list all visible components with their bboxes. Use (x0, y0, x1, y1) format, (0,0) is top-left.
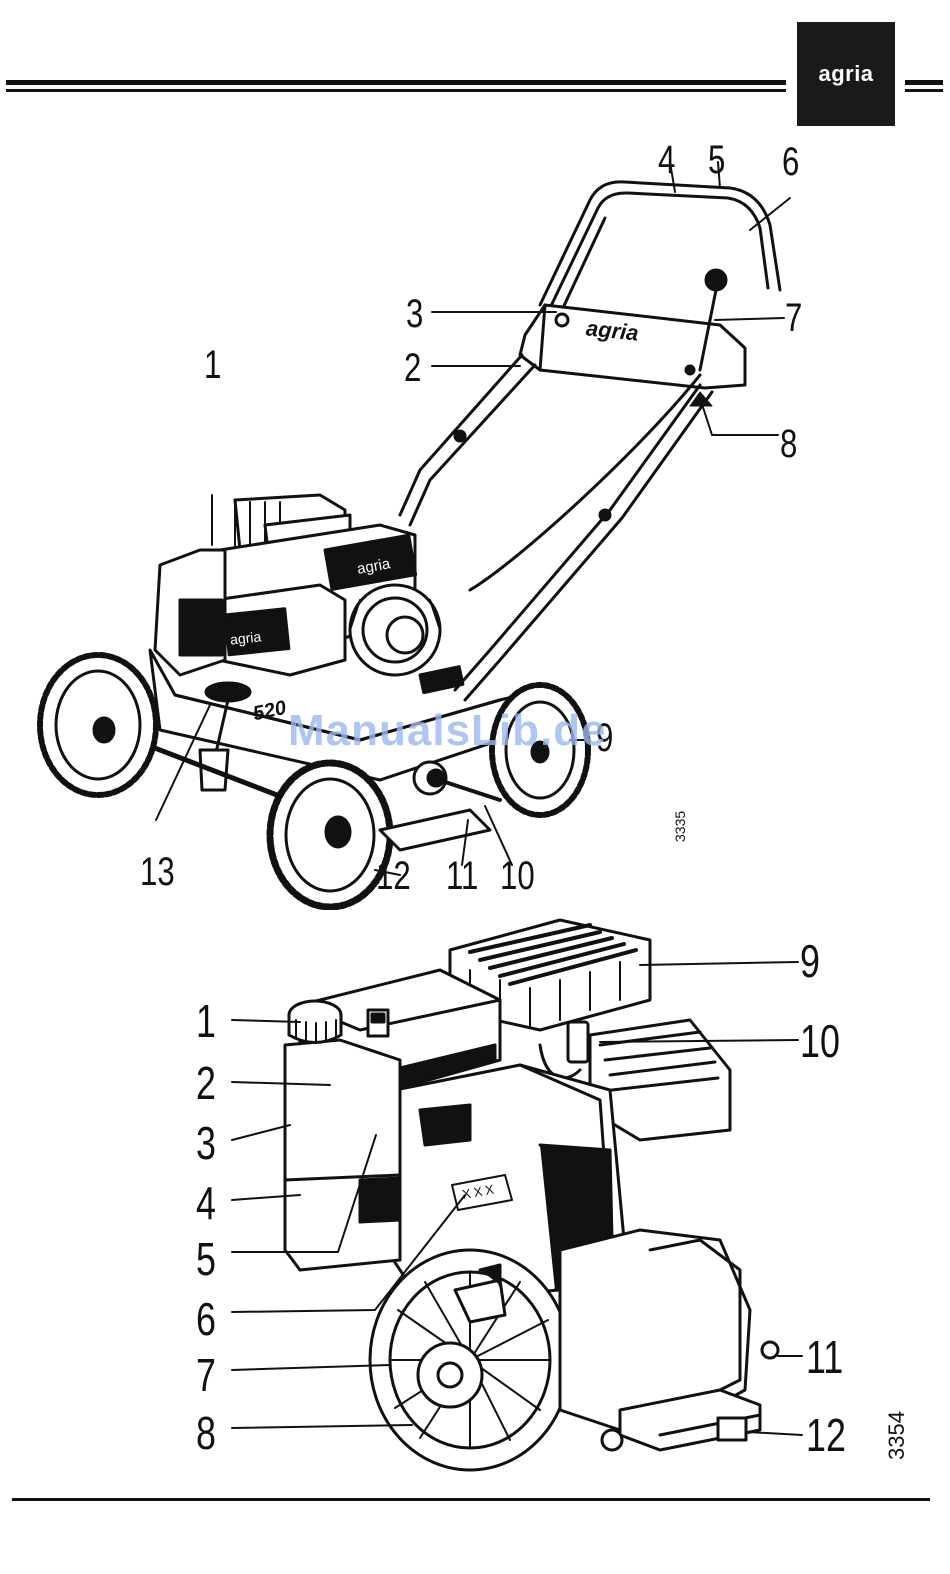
engine-illustration (0, 910, 950, 1490)
callout-bottom-11: 11 (806, 1334, 843, 1380)
header-rule-top (6, 80, 786, 85)
callout-top-11: 11 (446, 856, 478, 896)
callout-top-6: 6 (782, 142, 799, 182)
header-rule-right-bottom (905, 89, 943, 92)
brand-logo-text: agria (818, 61, 873, 87)
callout-top-12: 12 (376, 856, 411, 896)
callout-top-7: 7 (785, 298, 802, 338)
brand-logo: agria (797, 22, 895, 126)
callout-bottom-1: 1 (196, 998, 216, 1044)
callout-bottom-2: 2 (196, 1060, 216, 1106)
callout-top-13: 13 (140, 852, 175, 892)
callout-bottom-8: 8 (196, 1410, 216, 1456)
callout-top-10: 10 (500, 856, 535, 896)
callout-bottom-12: 12 (806, 1412, 846, 1458)
callout-bottom-3: 3 (196, 1120, 216, 1166)
callout-bottom-10: 10 (800, 1018, 840, 1064)
watermark: ManualsLib.de (288, 706, 607, 756)
handle-decal: agria (585, 315, 640, 346)
callout-bottom-9: 9 (800, 938, 820, 984)
callout-bottom-7: 7 (196, 1352, 216, 1398)
callout-bottom-6: 6 (196, 1296, 216, 1342)
callout-top-5: 5 (708, 140, 725, 180)
callout-top-1: 1 (204, 345, 221, 385)
figure-number-bottom: 3354 (884, 1411, 910, 1460)
tank-decal: agria (229, 628, 262, 647)
callout-top-4: 4 (658, 140, 675, 180)
header-rule-bottom (6, 89, 786, 92)
callout-top-3: 3 (406, 294, 423, 334)
scarifier-illustration (0, 130, 950, 910)
callout-bottom-4: 4 (196, 1180, 216, 1226)
callout-top-2: 2 (404, 348, 421, 388)
footer-rule (12, 1498, 930, 1501)
figure-number-top: 3335 (672, 811, 688, 842)
header-rule-right-top (905, 80, 943, 85)
callout-bottom-5: 5 (196, 1236, 216, 1282)
callout-top-8: 8 (780, 424, 797, 464)
